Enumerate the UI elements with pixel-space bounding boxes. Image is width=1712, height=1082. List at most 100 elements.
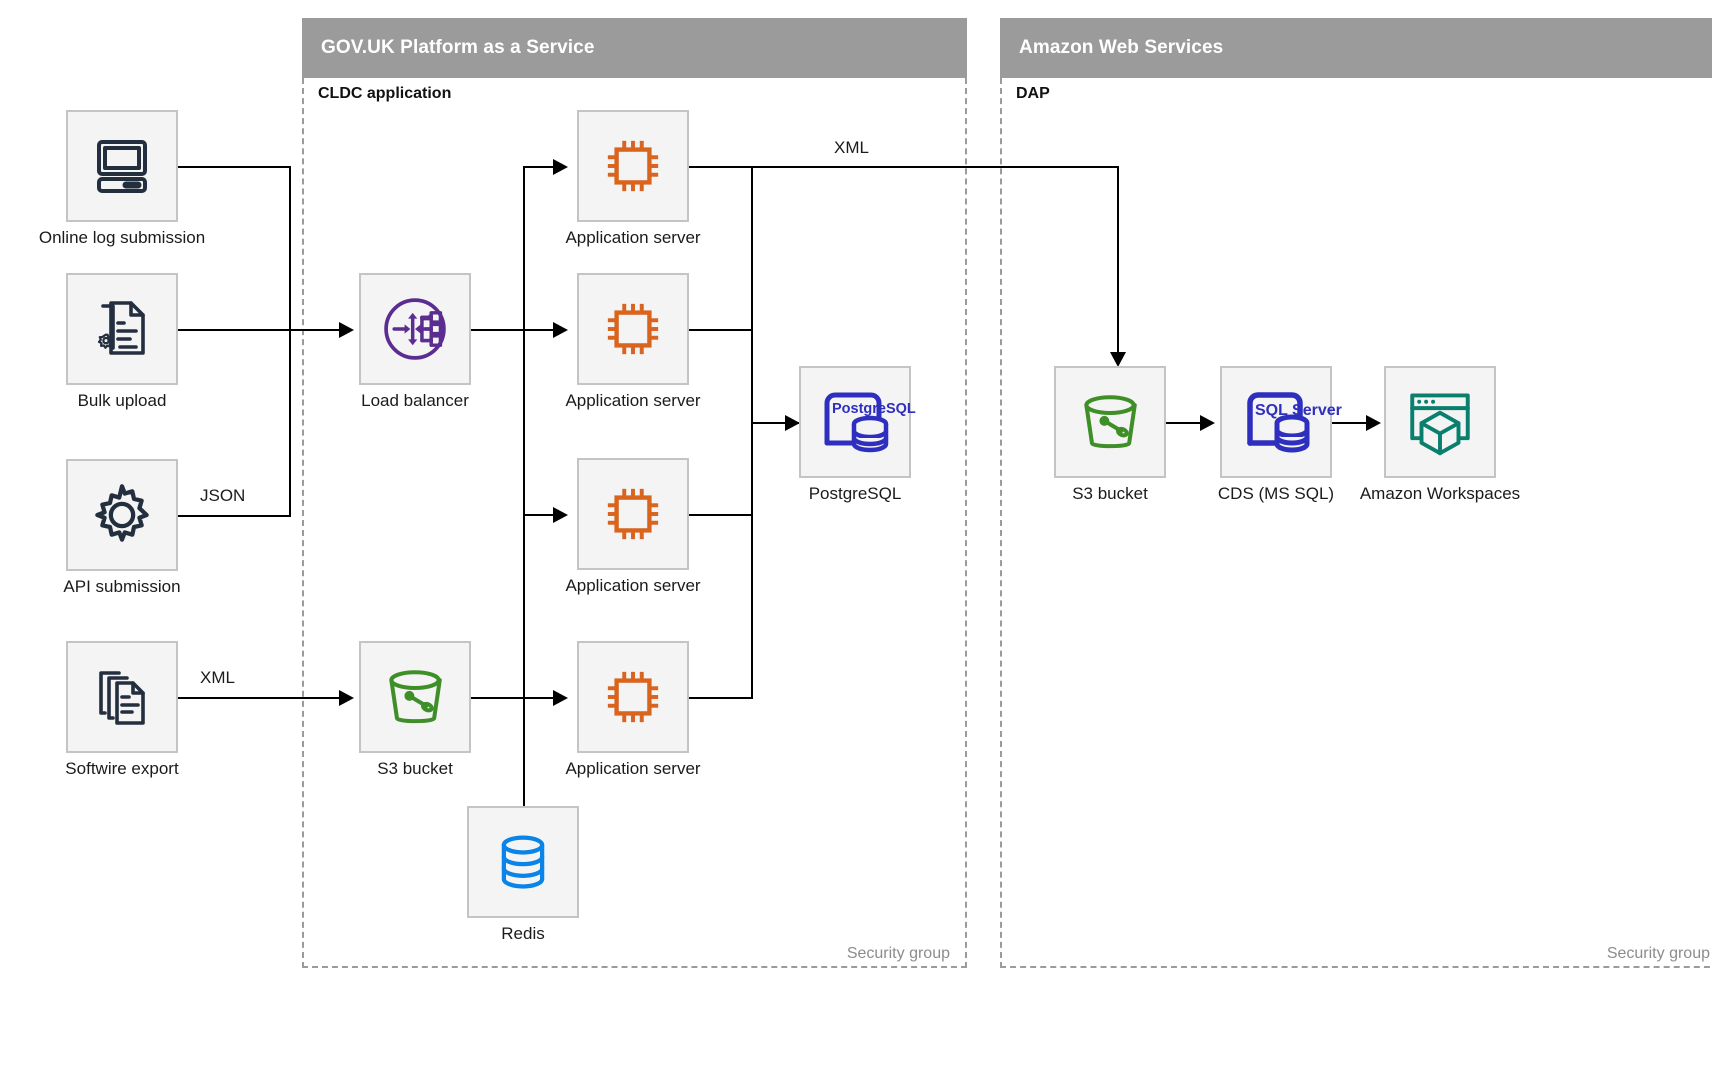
node-application-server-4[interactable]: Application server — [565, 641, 701, 778]
edge-redis-to-bus — [523, 697, 525, 814]
node-application-server-1[interactable]: Application server — [565, 110, 701, 247]
sql-server-logo-text: SQL Server — [1255, 402, 1342, 419]
edge-appserver-1-out — [689, 166, 1119, 168]
cpu-chip-icon — [598, 662, 668, 732]
node-postgresql[interactable]: PostgreSQL PostgreSQL — [799, 366, 916, 503]
document-gear-icon — [90, 297, 154, 361]
node-label: Online log submission — [38, 228, 206, 247]
node-box — [359, 273, 471, 385]
node-box — [66, 641, 178, 753]
node-label: Application server — [565, 759, 701, 778]
security-group-label-aws: Security group — [1606, 945, 1710, 962]
arrowhead-cds — [1200, 415, 1215, 431]
edge-aws-s3-to-cds — [1166, 422, 1206, 424]
gear-icon — [88, 481, 156, 549]
edge-bus-to-appserver-4 — [523, 697, 555, 699]
edge-loadbalancer-out — [471, 329, 525, 331]
node-label: Application server — [565, 391, 701, 410]
security-group-label-paas: Security group — [846, 945, 950, 962]
node-label: Load balancer — [361, 391, 469, 410]
node-box — [66, 110, 178, 222]
edge-softwire-to-s3 — [178, 697, 341, 699]
node-aws-s3-bucket[interactable]: S3 bucket — [1054, 366, 1166, 503]
edge-xml-down-to-s3 — [1117, 166, 1119, 362]
edge-bulk-to-loadbalancer — [178, 329, 343, 331]
node-api-submission[interactable]: API submission — [63, 459, 181, 596]
node-application-server-2[interactable]: Application server — [565, 273, 701, 410]
node-online-log-submission[interactable]: Online log submission — [39, 110, 205, 247]
group-subtitle-dap: DAP — [1016, 85, 1050, 102]
group-header-paas: GOV.UK Platform as a Service — [302, 18, 967, 78]
node-box: PostgreSQL — [799, 366, 916, 478]
edge-appserver-distribution-bus — [523, 166, 525, 698]
node-cds-ms-sql[interactable]: SQL Server CDS (MS SQL) — [1218, 366, 1342, 503]
group-title-paas: GOV.UK Platform as a Service — [321, 37, 595, 58]
edge-postgres-collector-bus — [751, 166, 753, 698]
node-label: CDS (MS SQL) — [1217, 484, 1335, 503]
edge-paas-s3-to-bus — [471, 697, 525, 699]
group-subtitle-cldc: CLDC application — [318, 85, 452, 102]
s3-bucket-icon — [1074, 386, 1146, 458]
node-label: S3 bucket — [1072, 484, 1148, 503]
edge-label-xml-softwire: XML — [196, 668, 239, 688]
documents-stack-icon — [90, 665, 154, 729]
s3-bucket-icon — [379, 661, 451, 733]
load-balancer-icon — [378, 292, 452, 366]
arrowhead-appserver-3 — [553, 507, 568, 523]
node-application-server-3[interactable]: Application server — [565, 458, 701, 595]
arrowhead-appserver-1 — [553, 159, 568, 175]
node-label: Application server — [565, 576, 701, 595]
edge-label-json: JSON — [196, 486, 250, 506]
edge-bus-to-appserver-3 — [523, 514, 555, 516]
node-amazon-workspaces[interactable]: Amazon Workspaces — [1360, 366, 1520, 503]
node-box — [577, 110, 689, 222]
node-box — [359, 641, 471, 753]
edge-appserver-4-out — [689, 697, 753, 699]
node-label: Bulk upload — [77, 391, 167, 410]
node-paas-s3-bucket[interactable]: S3 bucket — [359, 641, 471, 778]
arrowhead-aws-s3 — [1110, 352, 1126, 367]
node-load-balancer[interactable]: Load balancer — [359, 273, 471, 410]
node-bulk-upload[interactable]: Bulk upload — [66, 273, 178, 410]
node-label: S3 bucket — [377, 759, 453, 778]
group-boundary-aws — [1000, 78, 1712, 968]
node-label: Amazon Workspaces — [1359, 484, 1521, 503]
sql-server-icon: SQL Server — [1236, 383, 1342, 461]
node-box — [577, 641, 689, 753]
node-box — [1054, 366, 1166, 478]
node-label: PostgreSQL — [808, 484, 902, 503]
edge-cds-to-workspaces — [1332, 422, 1372, 424]
node-redis[interactable]: Redis — [467, 806, 579, 943]
node-label: Application server — [565, 228, 701, 247]
redis-database-icon — [489, 828, 557, 896]
cpu-chip-icon — [598, 294, 668, 364]
postgresql-icon: PostgreSQL — [815, 383, 916, 461]
node-box — [577, 458, 689, 570]
edge-left-trunk-vertical — [289, 166, 291, 517]
postgresql-logo-text: PostgreSQL — [832, 401, 916, 417]
edge-bus-to-appserver-1 — [523, 166, 555, 168]
edge-api-to-trunk — [178, 515, 291, 517]
edge-appserver-2-out — [689, 329, 753, 331]
cpu-chip-icon — [598, 131, 668, 201]
node-box: SQL Server — [1220, 366, 1342, 478]
arrowhead-paas-s3 — [339, 690, 354, 706]
group-title-aws: Amazon Web Services — [1019, 37, 1224, 58]
node-box — [1384, 366, 1496, 478]
group-boundary-paas — [302, 78, 967, 968]
arrowhead-workspaces — [1366, 415, 1381, 431]
cpu-chip-icon — [598, 479, 668, 549]
edge-bus-to-postgres — [751, 422, 799, 424]
arrowhead-into-loadbalancer — [339, 322, 354, 338]
node-box — [467, 806, 579, 918]
edge-bus-to-appserver-2 — [523, 329, 555, 331]
arrowhead-appserver-4 — [553, 690, 568, 706]
amazon-workspaces-icon — [1403, 385, 1477, 459]
arrowhead-postgres — [785, 415, 800, 431]
edge-label-xml-appserver: XML — [830, 138, 873, 158]
node-box — [66, 273, 178, 385]
node-box — [66, 459, 178, 571]
node-softwire-export[interactable]: Softwire export — [65, 641, 179, 778]
edge-appserver-3-out — [689, 514, 753, 516]
